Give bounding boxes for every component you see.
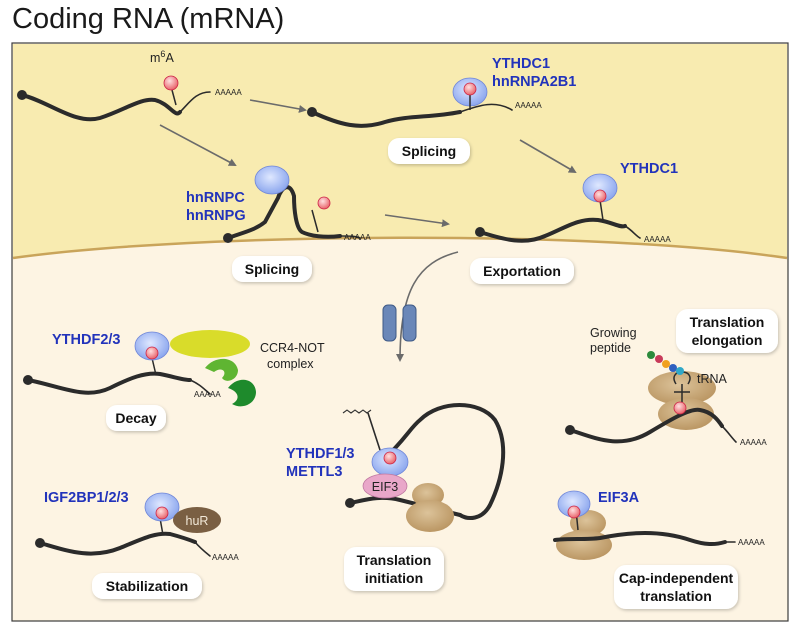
reader-ythdf1-3-label: YTHDF1/3	[286, 446, 355, 462]
exportation-badge	[470, 258, 574, 284]
cap-independent-badge	[614, 565, 738, 609]
poly-a-tail: AAAAA	[738, 538, 765, 547]
stabilization-badge	[92, 573, 202, 599]
stabilization-mrna	[35, 492, 221, 557]
stabilization-label: Stabilization	[106, 578, 188, 594]
splicing-b-badge	[232, 256, 312, 282]
nuclear-mrna-1	[17, 75, 211, 122]
elongation-label-line2: elongation	[692, 332, 763, 348]
complex-label: complex	[267, 357, 314, 371]
arrow-to-exportation	[384, 214, 450, 228]
growing-label: Growing	[590, 326, 637, 340]
splicing-a-label: Splicing	[402, 143, 456, 159]
poly-a-tail: AAAAA	[344, 233, 371, 242]
cap-independent-label-line2: translation	[640, 588, 712, 604]
hur-protein-icon	[173, 507, 221, 533]
initiation-mrna	[342, 403, 506, 532]
initiation-label-line1: Translation	[357, 552, 432, 568]
elongation-badge	[676, 309, 778, 353]
cap-independent-label-line1: Cap-independent	[619, 570, 734, 586]
initiation-badge	[344, 547, 444, 591]
arrow-to-splicing-a	[249, 99, 307, 113]
poly-a-tail: AAAAA	[194, 390, 221, 399]
hur-label: huR	[186, 514, 209, 528]
ccr4-not-label: CCR4-NOT	[260, 341, 325, 355]
exportation-label: Exportation	[483, 263, 561, 279]
decay-label: Decay	[115, 410, 156, 426]
splicing-a-badge	[388, 138, 470, 164]
nuclear-envelope	[12, 236, 788, 260]
arrow-nuclear-export	[396, 251, 459, 362]
reader-ythdc1-export-label: YTHDC1	[620, 161, 678, 177]
nuclear-pore-icon	[382, 304, 417, 342]
elongation-label-line1: Translation	[690, 314, 765, 330]
poly-a-tail: AAAAA	[515, 101, 542, 110]
cap-independent-mrna	[553, 490, 736, 560]
arrow-to-splicing-b	[159, 124, 237, 166]
reader-hnrnpc-label: hnRNPC	[186, 190, 245, 206]
nuclear-mrna-4	[475, 173, 641, 243]
ccr4-not-complex-icon	[170, 330, 256, 407]
reader-ythdf2-3-label: YTHDF2/3	[52, 332, 121, 348]
poly-a-tail: AAAAA	[644, 235, 671, 244]
arrow-to-ythdc1	[519, 139, 577, 174]
poly-a-tail: AAAAA	[212, 553, 239, 562]
reader-mettl3-label: METTL3	[286, 464, 342, 480]
peptide-label: peptide	[590, 341, 631, 355]
decay-mrna	[23, 331, 211, 395]
initiation-label-line2: initiation	[365, 570, 423, 586]
figure-title: Coding RNA (mRNA)	[12, 3, 284, 35]
eif3-label: EIF3	[372, 480, 398, 494]
reader-eif3a-label: EIF3A	[598, 490, 640, 506]
reader-igf2bp-label: IGF2BP1/2/3	[44, 490, 129, 506]
reader-hnrnpa2b1-label: hnRNPA2B1	[492, 74, 576, 90]
poly-a-tail: AAAAA	[740, 438, 767, 447]
m6a-label: m6A	[150, 49, 174, 65]
nuclear-mrna-3	[223, 165, 361, 243]
splicing-b-label: Splicing	[245, 261, 299, 277]
trna-label: tRNA	[697, 372, 728, 386]
nuclear-mrna-2	[307, 77, 513, 128]
reader-ythdc1-label: YTHDC1	[492, 56, 550, 72]
elongation-mrna	[565, 351, 737, 444]
decay-badge	[106, 405, 166, 431]
poly-a-tail: AAAAA	[215, 88, 242, 97]
reader-hnrnpg-label: hnRNPG	[186, 208, 246, 224]
